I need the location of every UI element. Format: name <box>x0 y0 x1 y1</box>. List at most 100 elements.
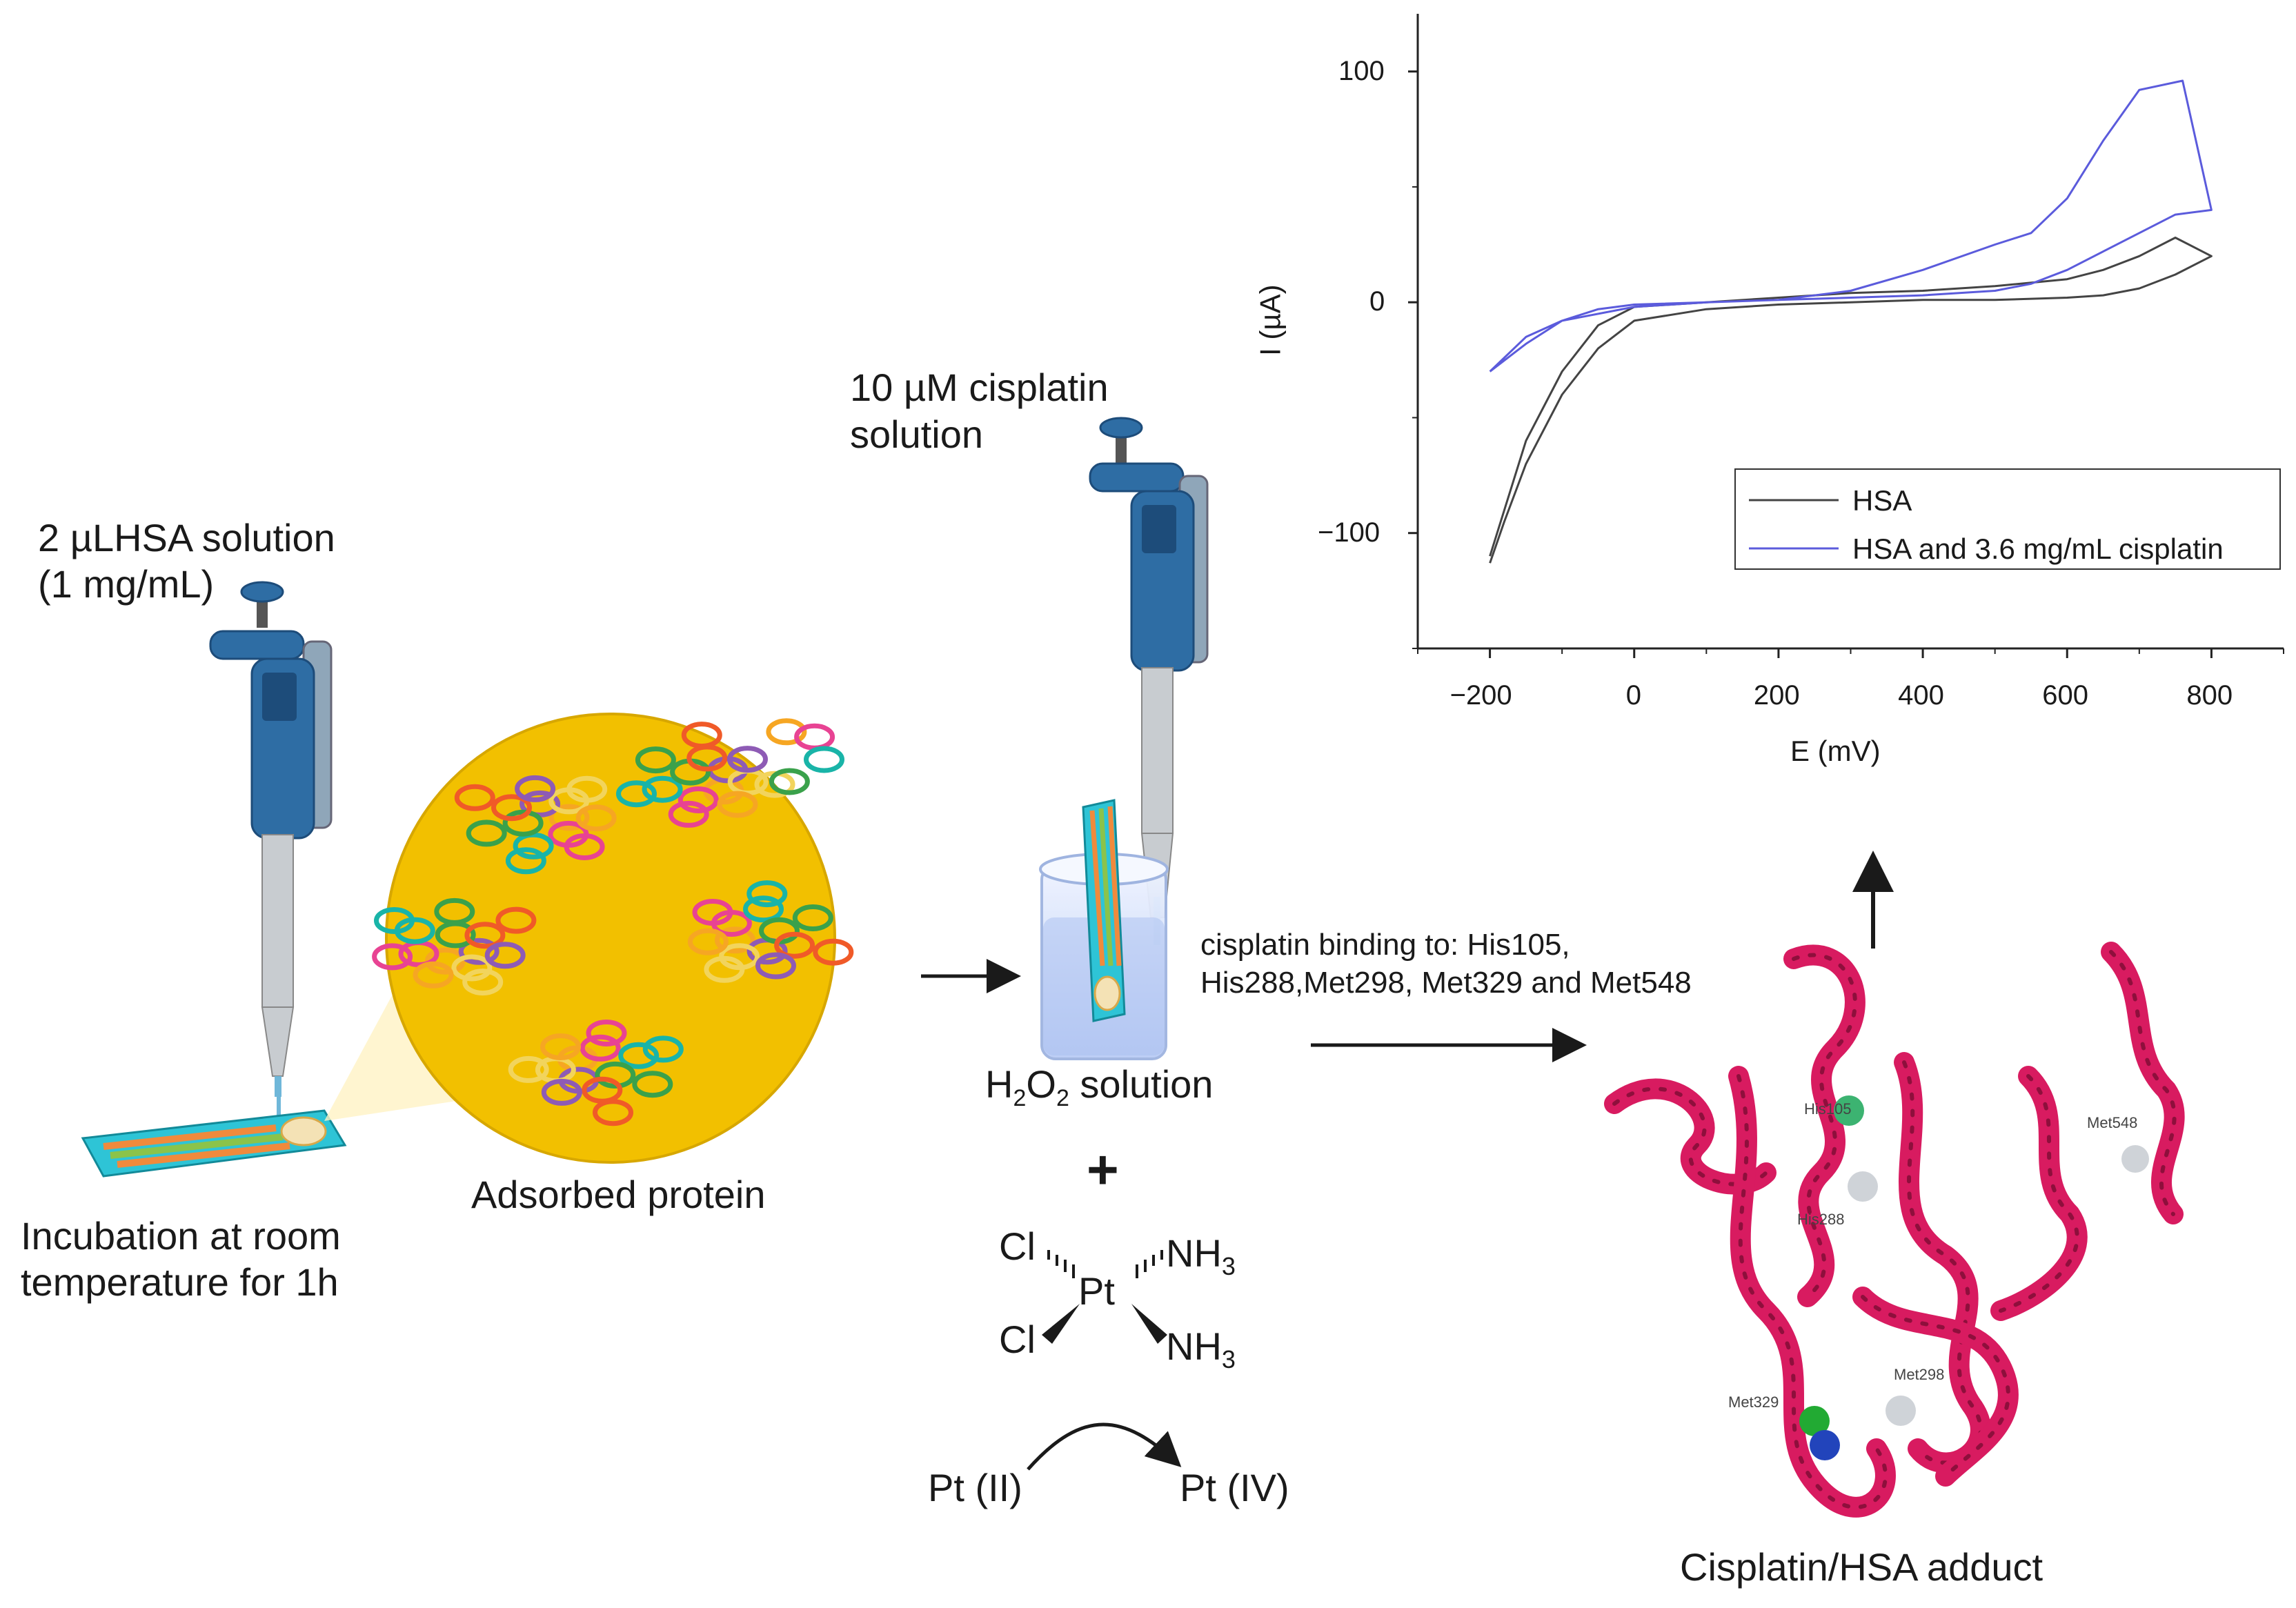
cv-chart <box>1408 14 2284 658</box>
protein-cluster-icon <box>454 775 617 875</box>
cisplatin-nh3-bottom: NH3 <box>1166 1324 1236 1374</box>
protein-helix <box>541 1078 582 1106</box>
protein-helix <box>519 790 561 817</box>
cisplatin-nh3-top: NH3 <box>1166 1231 1236 1281</box>
protein-helix <box>642 1035 684 1063</box>
protein-helix <box>618 1042 660 1069</box>
plus-sign: + <box>1087 1139 1119 1200</box>
protein-helix <box>458 937 499 965</box>
protein-helix <box>714 926 755 954</box>
x-tick-label: 200 <box>1753 680 1800 711</box>
protein-helix <box>632 1071 673 1098</box>
protein-helix <box>804 746 844 773</box>
x-tick-label: 400 <box>1898 680 1944 711</box>
pipette-left-icon <box>209 581 333 1121</box>
x-tick-label: 600 <box>2042 680 2088 711</box>
chart-y-label: I (µA) <box>1254 284 1287 356</box>
protein-helix <box>413 961 454 989</box>
hsa-solution-label-line1: 2 µLHSA solution <box>38 516 335 559</box>
protein-helix <box>454 784 495 811</box>
protein-helix <box>677 786 719 813</box>
protein-helix <box>372 943 413 971</box>
residue-his105: His105 <box>1804 1100 1852 1118</box>
ribbon-detail <box>2109 950 2177 1216</box>
cisplatin-solution-label-line1: 10 µM cisplatin <box>850 366 1109 409</box>
cisplatin-pt-center: Pt <box>1078 1269 1115 1313</box>
oxidation-arrow <box>1027 1422 1182 1471</box>
h2o2-label: H2O2 solution <box>985 1062 1214 1112</box>
protein-helix <box>766 718 807 746</box>
ribbon-detail <box>1736 1074 1888 1509</box>
adsorbed-protein-icons <box>372 718 854 1126</box>
binding-label-line2: His288,Met298, Met329 and Met548 <box>1200 966 1692 1000</box>
protein-cluster-icon <box>766 718 844 795</box>
beaker-icon <box>1039 799 1169 1060</box>
protein-helix <box>575 804 617 832</box>
protein-helix <box>566 775 608 803</box>
y-tick-label: 0 <box>1369 286 1385 317</box>
residue-his288: His288 <box>1797 1211 1845 1228</box>
legend-label-cis: HSA and 3.6 mg/mL cisplatin <box>1852 533 2224 565</box>
cisplatin-solution-label-line2: solution <box>850 413 984 456</box>
y-tick-label: 100 <box>1338 55 1385 86</box>
adsorbed-protein-label: Adsorbed protein <box>471 1173 766 1216</box>
protein-helix <box>769 768 810 795</box>
protein-helix <box>813 938 854 966</box>
cv-series-1 <box>1489 79 2213 373</box>
protein-helix <box>564 833 605 860</box>
protein-helix <box>668 800 709 828</box>
protein-helix <box>727 746 768 773</box>
protein-helix <box>548 804 590 831</box>
protein-helix <box>515 775 556 802</box>
ribbon-helix <box>2101 942 2185 1224</box>
protein-helix <box>451 954 493 982</box>
chart-x-label: E (mV) <box>1790 735 1881 767</box>
protein-helix <box>484 942 526 969</box>
protein-helix <box>502 809 544 837</box>
protein-helix <box>466 820 507 847</box>
y-tick-label: −100 <box>1318 517 1380 548</box>
protein-cluster-icon <box>372 897 537 996</box>
pt-ii-label: Pt (II) <box>928 1466 1022 1509</box>
adduct-label: Cisplatin/HSA adduct <box>1680 1545 2043 1589</box>
protein-cluster-icon <box>616 722 795 828</box>
protein-helix <box>495 906 537 934</box>
electrode-strip-left-icon <box>81 1109 347 1178</box>
protein-helix <box>464 922 506 949</box>
protein-helix <box>586 1020 627 1046</box>
residue-met298: Met298 <box>1894 1366 1945 1383</box>
incubation-label-line1: Incubation at room <box>21 1214 341 1258</box>
x-tick-label: 800 <box>2186 680 2233 711</box>
cisplatin-bonds <box>1042 1250 1167 1344</box>
protein-cluster-icon <box>687 880 854 983</box>
ribbon-detail <box>1612 1086 1768 1187</box>
protein-helix <box>435 921 476 949</box>
protein-helix <box>635 746 676 774</box>
x-tick-label: −200 <box>1449 680 1512 711</box>
hsa-adduct-ribbon-icon <box>1604 942 2185 1518</box>
protein-helix <box>792 904 833 931</box>
protein-helix <box>491 794 532 822</box>
ribbon-detail <box>1861 1295 2010 1478</box>
pt-iv-label: Pt (IV) <box>1180 1466 1289 1509</box>
protein-helix <box>616 780 657 808</box>
protein-helix <box>508 1055 549 1083</box>
protein-helix <box>686 744 728 772</box>
protein-helix <box>642 775 683 803</box>
protein-helix <box>717 791 758 818</box>
protein-helix <box>505 847 546 875</box>
ribbon-helix <box>1990 1066 2088 1321</box>
hsa-solution-label-line2: (1 mg/mL) <box>38 562 215 606</box>
protein-cluster-icon <box>508 1020 684 1126</box>
chart-legend-box <box>1734 468 2281 570</box>
protein-helix <box>774 931 815 959</box>
protein-helix <box>687 928 729 955</box>
protein-helix <box>746 880 788 908</box>
protein-helix <box>755 952 796 980</box>
protein-helix <box>374 907 415 934</box>
protein-helix <box>704 955 745 983</box>
protein-helix <box>595 1061 636 1089</box>
protein-helix <box>743 895 784 923</box>
cisplatin-cl-top: Cl <box>999 1224 1036 1268</box>
